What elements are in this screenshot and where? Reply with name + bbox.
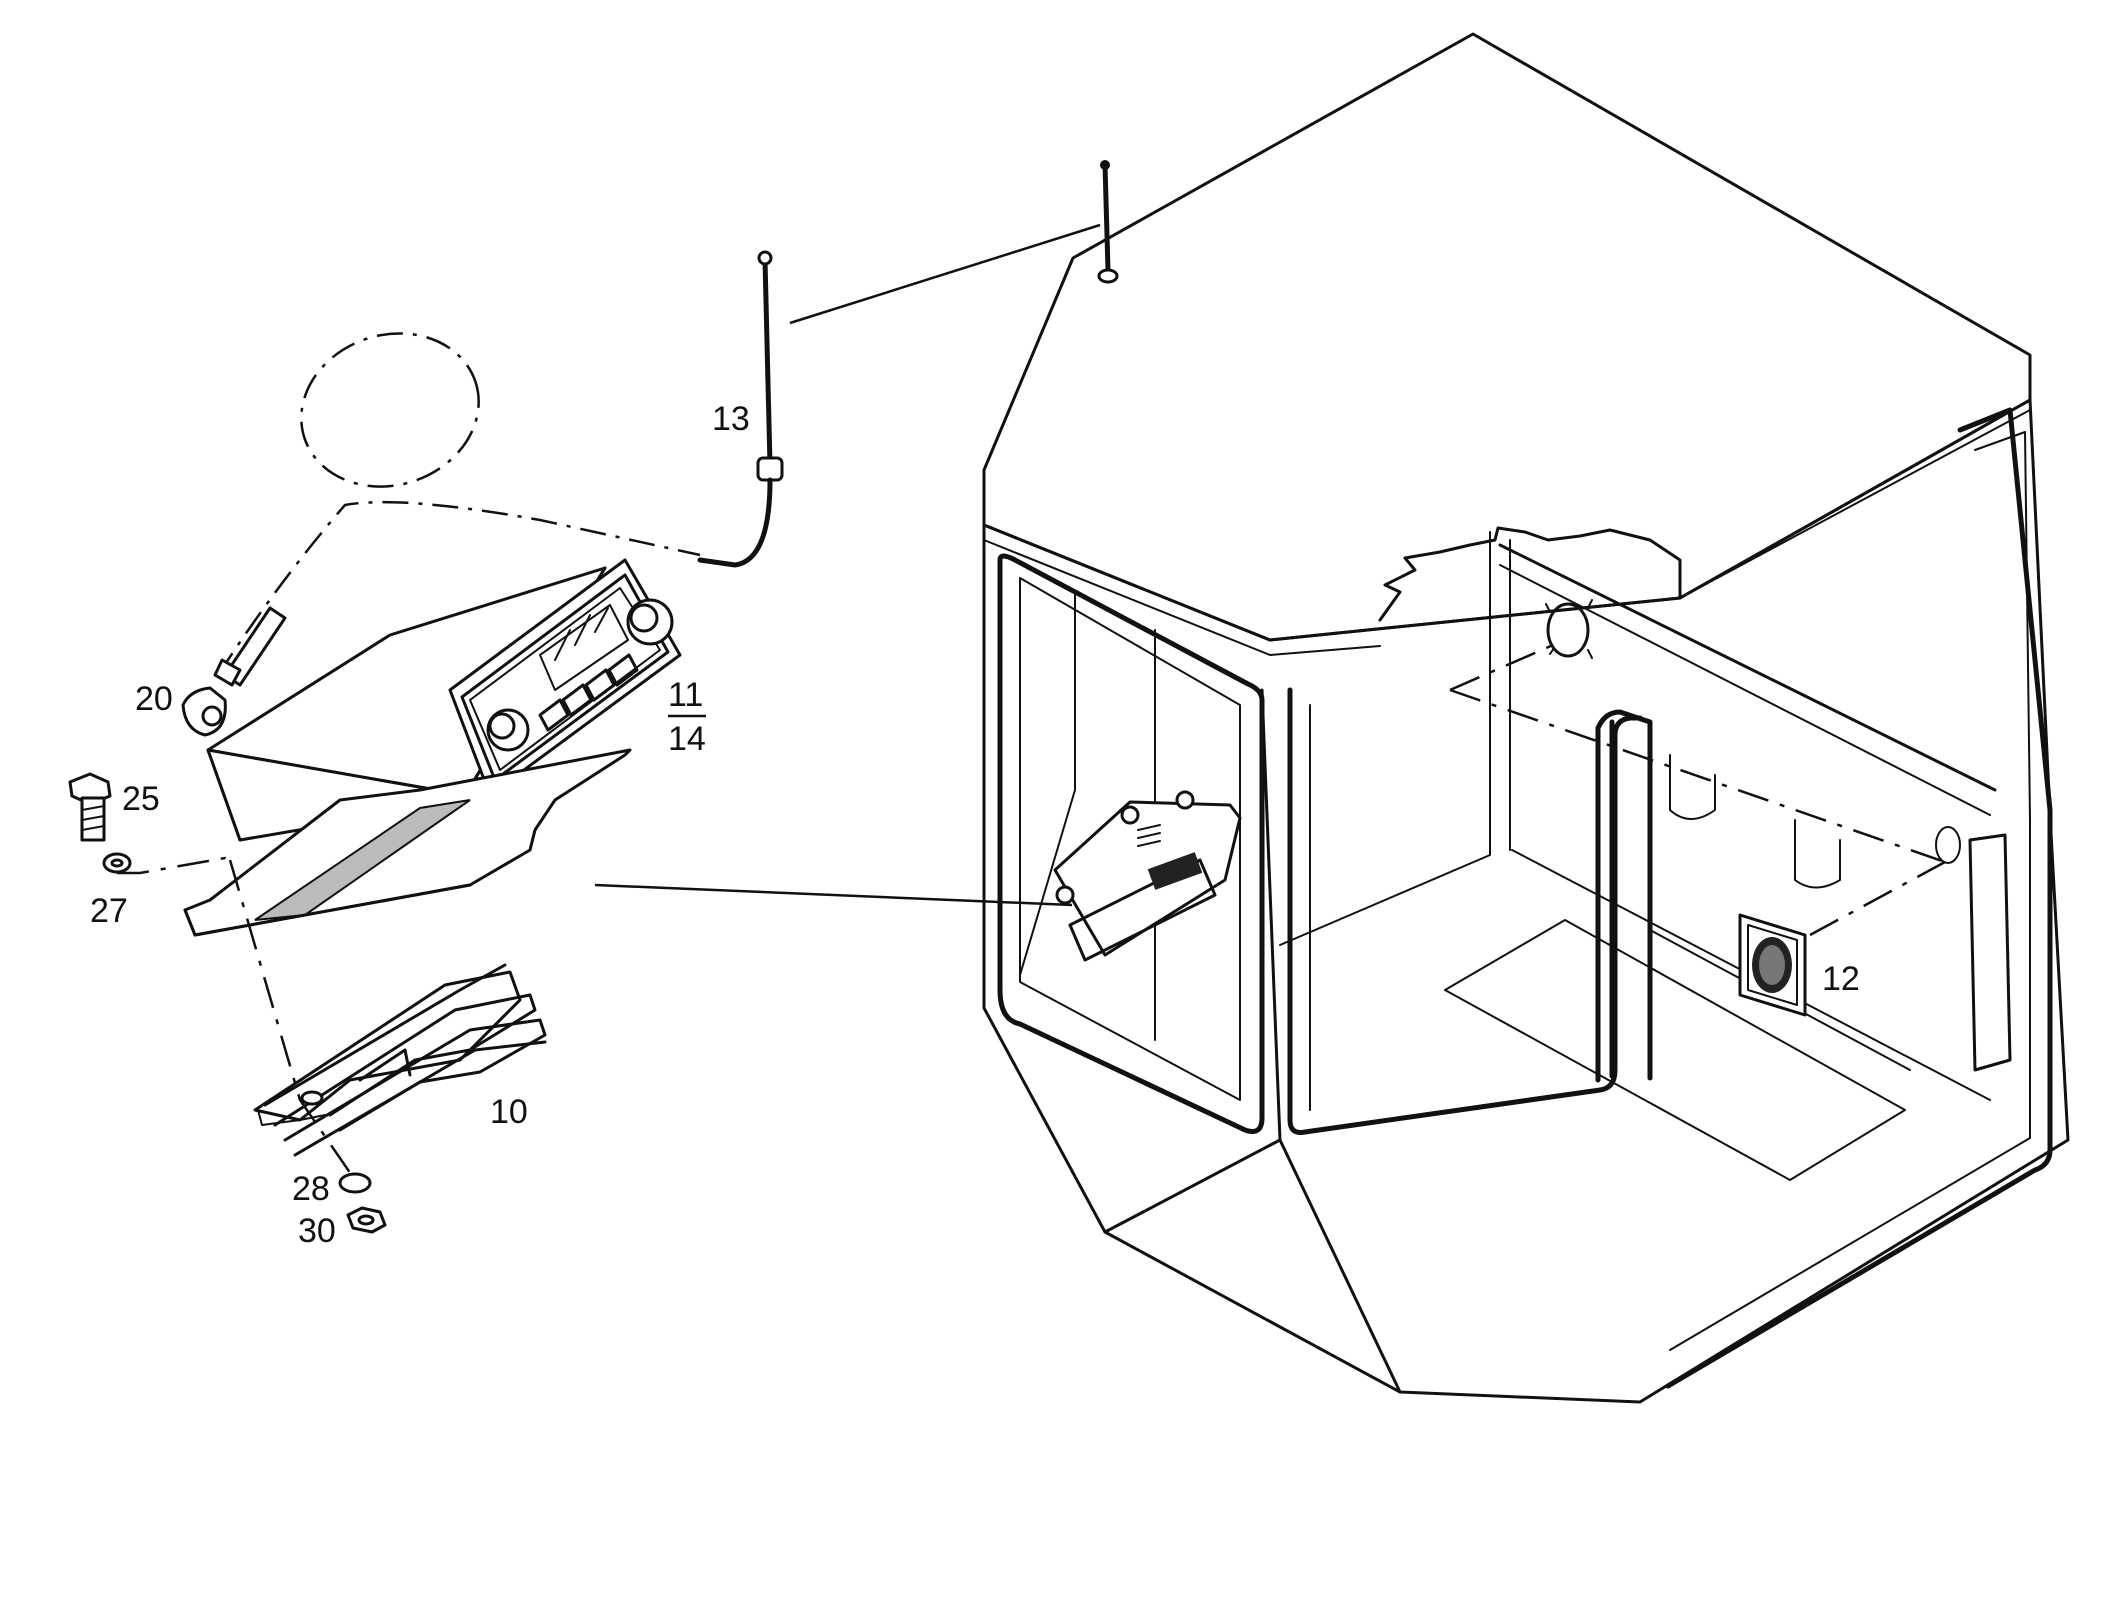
bracket-10 (253, 963, 547, 1157)
right-window-frame (1665, 407, 2053, 1389)
leader-speaker-unit (1809, 860, 1946, 937)
label-11: 11 (668, 676, 703, 714)
mounting-tray (183, 748, 632, 937)
speaker-hole-left (1546, 602, 1590, 658)
cab-assembly (982, 32, 2070, 1404)
nut-30 (346, 1206, 387, 1234)
exploded-parts (68, 250, 784, 1234)
antenna-13 (697, 250, 784, 568)
label-10: 10 (490, 1093, 528, 1131)
cable-plug (213, 606, 287, 687)
label-12: 12 (1822, 960, 1860, 998)
antenna-cable-dashed (216, 500, 701, 676)
left-door-window (997, 553, 1265, 1134)
bolt-axis-horizontal (117, 856, 231, 875)
speaker-hole-right (1935, 826, 1961, 864)
rear-wall-top (1498, 543, 1997, 792)
leader-speaker-holes (1449, 640, 1946, 864)
cutaway-edge (1378, 526, 1682, 622)
cab-console (1053, 790, 1242, 962)
speaker-unit (1738, 913, 1807, 1017)
label-27: 27 (90, 892, 128, 930)
cab-lower-edge (1103, 1138, 1402, 1394)
cable-loop (300, 332, 480, 488)
bolt-25 (68, 772, 112, 842)
washer-28 (338, 1172, 372, 1194)
clip-20 (181, 686, 227, 737)
cab-body-outline (982, 398, 2070, 1404)
label-28: 28 (292, 1170, 330, 1208)
label-20: 20 (135, 680, 173, 718)
leader-radio-console (594, 883, 1073, 907)
label-14: 14 (668, 720, 706, 758)
roof-front-edge (982, 398, 2032, 642)
front-window-frame (1287, 687, 1643, 1135)
leader-antenna-roof (789, 223, 1101, 325)
bolt-axis-vertical (228, 859, 357, 1181)
floor-opening (1444, 919, 1906, 1181)
cab-front-pillar (1260, 688, 1282, 1142)
label-30: 30 (298, 1212, 336, 1250)
center-post (1595, 709, 1653, 1083)
radio-unit (206, 558, 682, 842)
roof-antenna (1097, 160, 1119, 284)
label-13: 13 (712, 400, 750, 438)
label-25: 25 (122, 780, 160, 818)
